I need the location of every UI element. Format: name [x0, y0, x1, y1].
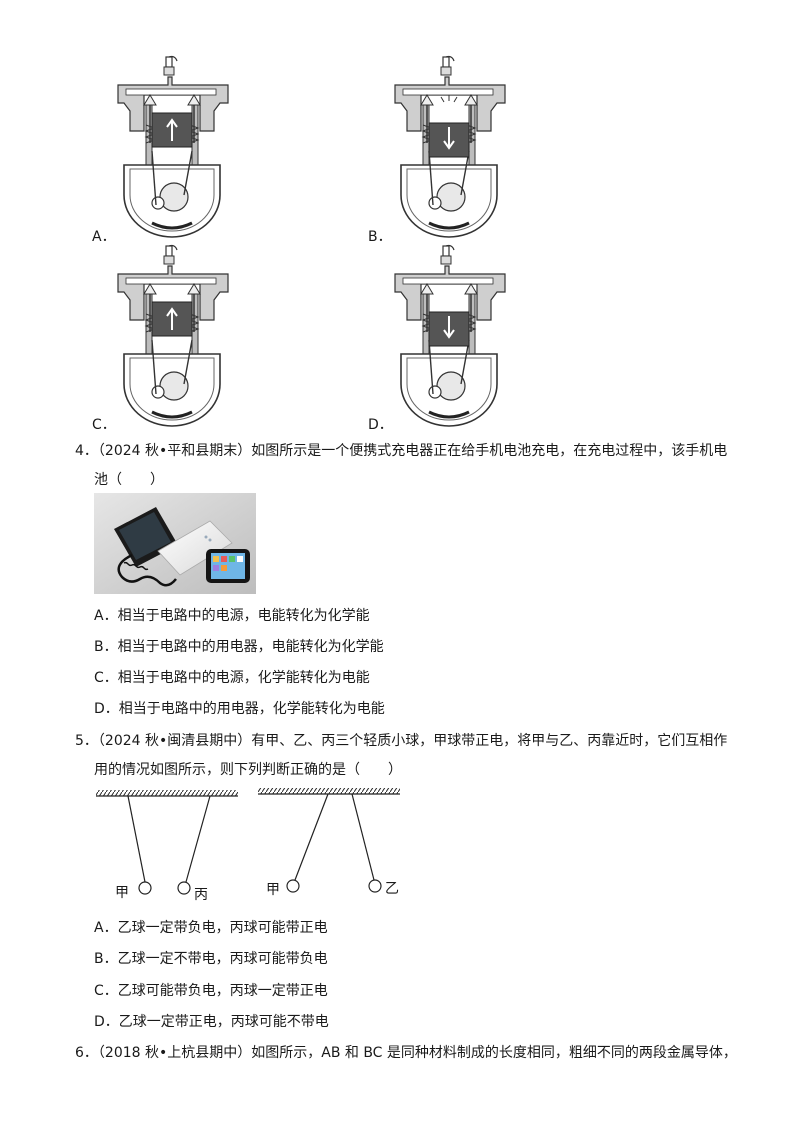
label-jia-right: 甲	[266, 882, 280, 898]
ball-jia-right	[286, 879, 300, 893]
question-5-text-line1: 5．（2024 秋•闽清县期中）有甲、乙、丙三个轻质小球，甲球带正电，将甲与乙、…	[75, 733, 728, 749]
ball-jia-left	[138, 881, 152, 895]
option-label-c: C．	[92, 417, 116, 433]
left-ceiling	[96, 790, 238, 796]
option-label-b: B．	[368, 229, 392, 245]
question-5-text-line2: 用的情况如图所示，则下列判断正确的是（ ）	[94, 762, 402, 778]
question-4-option-c: C．相当于电路中的电源，化学能转化为电能	[94, 670, 370, 686]
charger-phone-photo	[94, 493, 256, 594]
option-label-d: D．	[368, 417, 393, 433]
pith-ball-figure	[96, 788, 400, 895]
label-bing: 丙	[194, 887, 208, 903]
question-5-option-b: B．乙球一定不带电，丙球可能带负电	[94, 951, 328, 967]
engine-diagram-c	[112, 244, 232, 428]
label-yi: 乙	[385, 881, 399, 897]
question-5-option-d: D．乙球一定带正电，丙球可能不带电	[94, 1014, 329, 1030]
question-4-text-line2: 池（ ）	[94, 472, 164, 488]
engine-diagram-a	[112, 55, 232, 239]
question-4-option-b: B．相当于电路中的用电器，电能转化为化学能	[94, 639, 384, 655]
engine-diagram-b	[389, 55, 509, 239]
right-ceiling	[258, 788, 400, 794]
question-5-option-c: C．乙球可能带负电，丙球一定带正电	[94, 983, 328, 999]
question-4-option-d: D．相当于电路中的用电器，化学能转化为电能	[94, 701, 385, 717]
ball-yi	[368, 879, 382, 893]
question-4-option-a: A．相当于电路中的电源，电能转化为化学能	[94, 608, 370, 624]
label-jia-left: 甲	[115, 885, 129, 901]
question-6-text-line1: 6．（2018 秋•上杭县期中）如图所示，AB 和 BC 是同种材料制成的长度相…	[75, 1045, 737, 1061]
question-4-text-line1: 4．（2024 秋•平和县期末）如图所示是一个便携式充电器正在给手机电池充电，在…	[75, 443, 728, 459]
engine-diagram-d	[389, 244, 509, 428]
question-5-option-a: A．乙球一定带负电，丙球可能带正电	[94, 920, 328, 936]
option-label-a: A．	[92, 229, 116, 245]
ball-bing	[177, 881, 191, 895]
